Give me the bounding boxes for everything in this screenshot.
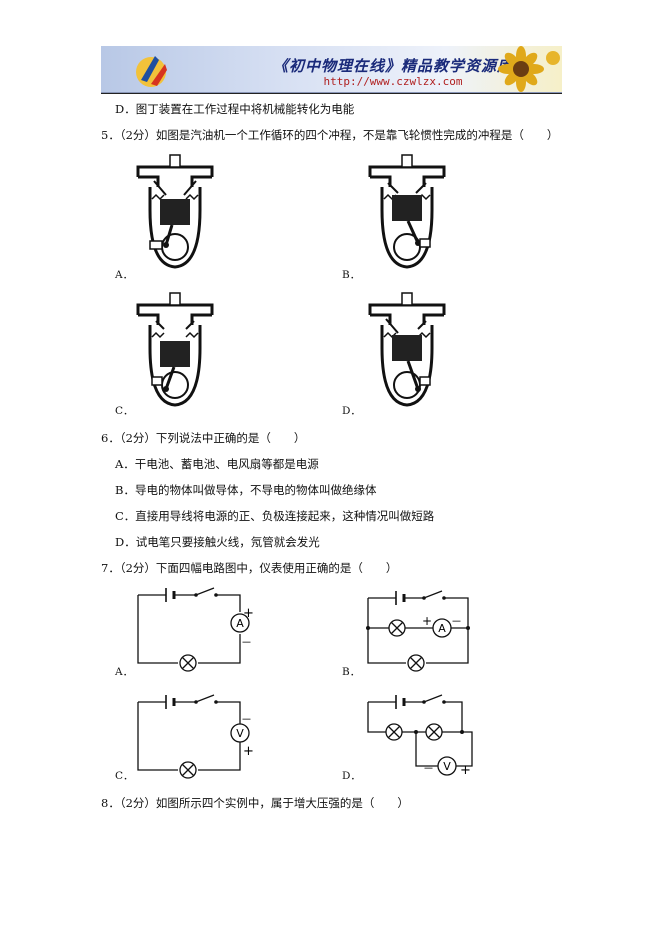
q6-option-a: A．干电池、蓄电池、电风扇等都是电源 [115,457,319,471]
engine-figure-b [368,154,446,269]
meter-symbol: A [236,617,244,630]
q6-option-b: B．导电的物体叫做导体，不导电的物体叫做绝缘体 [115,483,377,497]
q7-circuit-label: B． [342,666,361,678]
engine-figure-a [136,154,214,269]
q5-stem: 5．（2分）如图是汽油机一个工作循环的四个冲程，不是靠飞轮惯性完成的冲程是（ ） [101,128,559,142]
meter-symbol: A [438,622,446,635]
header-rule [101,93,562,94]
meter-symbol: V [236,727,244,740]
plus-terminal: + [422,614,432,628]
q5-figure-label: C． [115,405,134,417]
header-banner: 《初中物理在线》精品教学资源库 http://www.czwlzx.com [101,46,562,93]
q4-option-d: D．图丁装置在工作过程中将机械能转化为电能 [115,102,355,116]
q7-circuit-label: D． [342,770,361,782]
q8-stem: 8．（2分）如图所示四个实例中，属于增大压强的是（ ） [101,796,409,810]
q6-option-c: C．直接用导线将电源的正、负极连接起来，这种情况叫做短路 [115,509,435,523]
minus-terminal: － [451,615,462,628]
plus-terminal: + [243,606,254,621]
minus-terminal: － [423,762,434,775]
circuit-a: A + － [137,587,254,672]
q7-circuit-label: A． [115,666,134,678]
engine-figure-c [136,292,214,407]
header-url: http://www.czwlzx.com [323,75,463,88]
q7-circuit-label: C． [115,770,134,782]
circuit-c: V － + [137,694,254,779]
minus-terminal: － [241,713,252,726]
q6-option-d: D．试电笔只要接触火线，氖管就会发光 [115,535,320,549]
circuit-d: V － + [367,694,473,778]
q5-figure-label: D． [342,405,361,417]
minus-terminal: － [241,636,252,649]
q5-figure-label: A． [115,269,134,281]
circuit-b: A + － [366,590,470,672]
header-title: 《初中物理在线》精品教学资源库 [272,57,513,75]
engine-figure-d [368,292,446,407]
q5-figure-label: B． [342,269,361,281]
logo-icon [136,56,167,87]
meter-symbol: V [443,760,451,773]
q6-stem: 6．（2分）下列说法中正确的是（ ） [101,431,306,445]
plus-terminal: + [460,763,471,778]
plus-terminal: + [243,744,254,759]
sunflower-icon [498,46,560,92]
q7-stem: 7．（2分）下面四幅电路图中，仪表使用正确的是（ ） [101,561,398,575]
